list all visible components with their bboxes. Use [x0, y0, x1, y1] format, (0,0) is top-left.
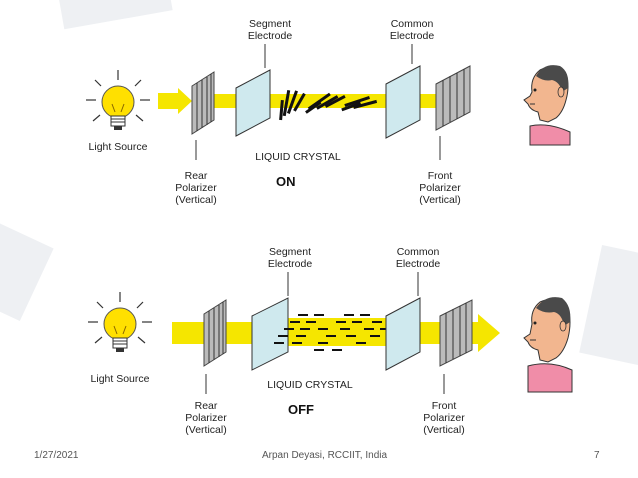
segment-electrode-off	[251, 297, 289, 371]
label-line: Common	[396, 246, 440, 258]
label-line: Rear	[184, 170, 208, 182]
segment-electrode-label-off: Segment Electrode	[260, 246, 320, 270]
label-line: Electrode	[247, 30, 293, 42]
state-label-off: OFF	[288, 402, 314, 417]
liquid-crystal-molecules-off	[274, 314, 390, 351]
label-line: Front	[431, 400, 457, 412]
label-line: Electrode	[267, 258, 313, 270]
label-line: Polarizer	[419, 182, 461, 194]
light-beam-off	[172, 314, 500, 352]
label-line: Polarizer	[423, 412, 465, 424]
label-line: Rear	[194, 400, 218, 412]
common-electrode-label-off: Common Electrode	[388, 246, 448, 270]
observer-face-icon-on	[523, 65, 571, 146]
segment-electrode-on	[235, 69, 271, 137]
front-polarizer-on	[435, 65, 471, 131]
state-label-on: ON	[276, 174, 296, 189]
front-polarizer-label-off: Front Polarizer (Vertical)	[416, 400, 472, 436]
segment-electrode-label-on: Segment Electrode	[240, 18, 300, 42]
liquid-crystal-molecules-on	[279, 90, 378, 121]
label-line: Segment	[248, 18, 292, 30]
front-polarizer-off	[439, 299, 473, 367]
rear-polarizer-on	[191, 71, 215, 135]
label-line: Segment	[268, 246, 312, 258]
label-line: Electrode	[389, 30, 435, 42]
rear-polarizer-label-on: Rear Polarizer (Vertical)	[168, 170, 224, 206]
front-polarizer-label-on: Front Polarizer (Vertical)	[412, 170, 468, 206]
footer-date: 1/27/2021	[34, 450, 79, 461]
observer-face-icon-off	[523, 297, 573, 393]
label-line: Electrode	[395, 258, 441, 270]
label-line: (Vertical)	[419, 194, 461, 206]
rear-polarizer-label-off: Rear Polarizer (Vertical)	[178, 400, 234, 436]
common-electrode-on	[385, 65, 421, 139]
liquid-crystal-label-off: LIQUID CRYSTAL	[267, 379, 353, 391]
common-electrode-label-on: Common Electrode	[382, 18, 442, 42]
label-line: Polarizer	[175, 182, 217, 194]
common-electrode-off	[385, 297, 421, 371]
label-line: Polarizer	[185, 412, 227, 424]
light-source-label-on: Light Source	[88, 141, 148, 153]
label-line: (Vertical)	[175, 194, 217, 206]
rear-polarizer-off	[203, 299, 227, 367]
label-line: Common	[390, 18, 434, 30]
footer-author: Arpan Deyasi, RCCIIT, India	[262, 450, 388, 461]
label-line: (Vertical)	[423, 424, 465, 436]
light-source-label-off: Light Source	[90, 373, 150, 385]
light-bulb-icon	[88, 292, 152, 352]
label-line: (Vertical)	[185, 424, 227, 436]
footer-page-number: 7	[594, 450, 600, 461]
label-line: Front	[427, 170, 453, 182]
light-bulb-icon	[86, 70, 150, 130]
liquid-crystal-label-on: LIQUID CRYSTAL	[255, 151, 341, 163]
